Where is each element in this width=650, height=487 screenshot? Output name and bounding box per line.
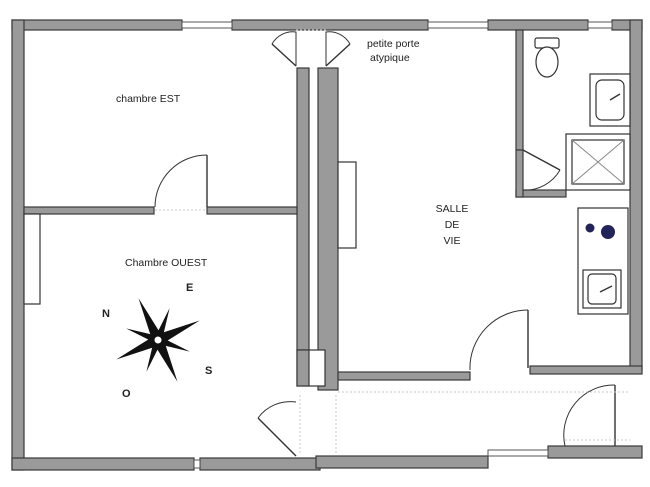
cupboard-center xyxy=(337,161,357,249)
window-north-2 xyxy=(427,21,489,29)
window-north-3 xyxy=(587,21,613,29)
compass-west-label: O xyxy=(122,388,131,400)
room-label-chambre-ouest: Chambre OUEST xyxy=(125,257,208,269)
compass-east-label: E xyxy=(186,282,193,294)
shower-icon xyxy=(565,133,631,191)
interior-walls xyxy=(23,29,643,391)
sink-icon xyxy=(589,73,631,127)
built-in-cupboards xyxy=(23,161,357,305)
room-label-salle-1: SALLE xyxy=(436,203,469,215)
kitchen-counter xyxy=(577,207,629,315)
room-label-salle-3: VIE xyxy=(444,235,461,247)
window-north-1 xyxy=(181,21,233,29)
exterior-walls xyxy=(11,19,643,471)
bathroom-fixtures xyxy=(534,37,631,315)
hob-large-icon xyxy=(601,225,615,239)
compass-south-label: S xyxy=(205,365,212,377)
cupboard-west xyxy=(23,213,41,305)
windows xyxy=(181,21,613,469)
annotation-line-1: petite porte xyxy=(367,38,420,50)
window-south-2 xyxy=(487,449,549,457)
hob-small-icon xyxy=(585,223,595,233)
toilet-icon xyxy=(534,37,560,78)
compass-north-label: N xyxy=(102,308,110,320)
annotation-line-2: atypique xyxy=(370,52,410,64)
compass-rose xyxy=(116,298,200,382)
doors xyxy=(154,29,630,457)
room-label-chambre-est: chambre EST xyxy=(116,93,181,105)
room-label-salle-2: DE xyxy=(445,219,460,231)
window-south-1 xyxy=(193,459,201,469)
